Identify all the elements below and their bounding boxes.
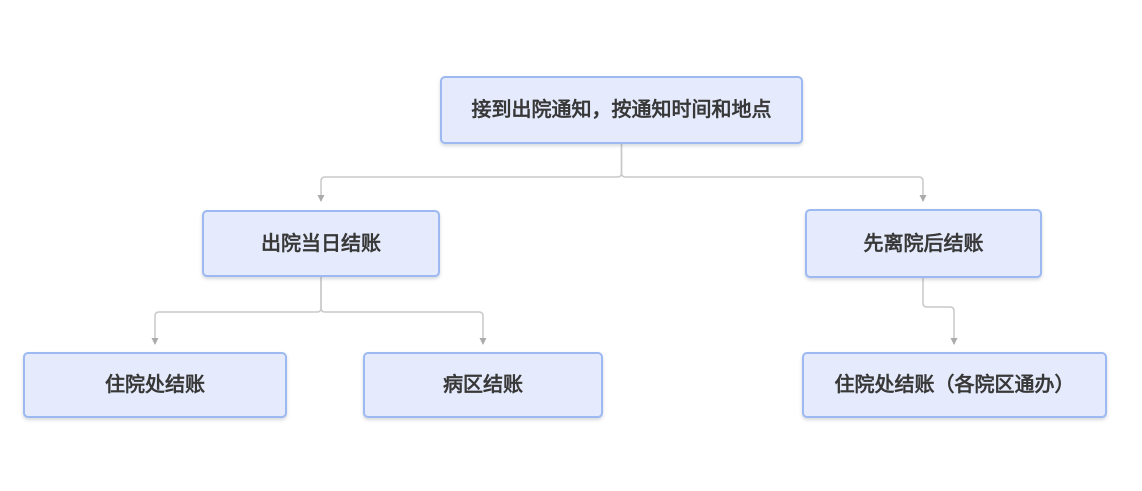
node-settle-inpatient-office-any-campus: 住院处结账（各院区通办）: [802, 352, 1107, 418]
node-settle-ward: 病区结账: [363, 352, 603, 418]
edge-root-to-leave-first: [620, 144, 927, 202]
node-settle-same-day: 出院当日结账: [202, 210, 440, 277]
edge-same-day-to-ward: [320, 277, 487, 345]
edge-root-to-same-day: [317, 144, 623, 202]
node-leave-then-settle: 先离院后结账: [805, 209, 1042, 278]
node-settle-inpatient-office: 住院处结账: [23, 352, 287, 418]
edge-leave-first-to-any-campus: [922, 278, 958, 345]
edge-same-day-to-inpatient-office: [151, 277, 322, 345]
node-discharge-notice: 接到出院通知，按通知时间和地点: [440, 76, 803, 144]
